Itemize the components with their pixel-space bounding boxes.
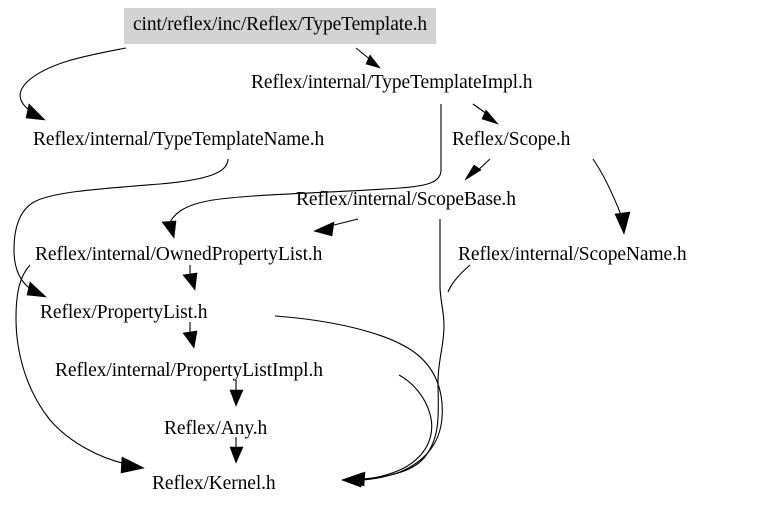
- edge-propertylist-to-propertylistimpl: [182, 322, 198, 349]
- node-ownedpropertylist[interactable]: Reflex/internal/OwnedPropertyList.h: [35, 245, 322, 265]
- node-scopebase[interactable]: Reflex/internal/ScopeBase.h: [296, 190, 516, 210]
- edge-typetemplateimpl-to-ownedpropertylist: [161, 104, 442, 239]
- edge-scope-to-scopename: [592, 158, 631, 235]
- node-label: Reflex/internal/TypeTemplateName.h: [33, 129, 325, 150]
- edge-typetemplatename-to-propertylist: [13, 158, 229, 298]
- node-scope[interactable]: Reflex/Scope.h: [452, 130, 570, 150]
- edge-ownedpropertylist-to-kernel: [15, 264, 145, 474]
- node-label: Reflex/internal/PropertyListImpl.h: [55, 360, 323, 381]
- node-propertylistimpl[interactable]: Reflex/internal/PropertyListImpl.h: [55, 361, 323, 381]
- edge-scopename-to-kernel: [447, 264, 471, 293]
- edge-propertylistimpl-to-kernel: [341, 374, 433, 488]
- node-label: Reflex/internal/ScopeBase.h: [296, 189, 516, 210]
- node-root-typetemplate[interactable]: cint/reflex/inc/Reflex/TypeTemplate.h: [124, 8, 437, 44]
- node-label: Reflex/internal/ScopeName.h: [458, 244, 687, 265]
- node-label: Reflex/Scope.h: [452, 129, 571, 150]
- edge-propertylistimpl-to-any: [229, 380, 244, 407]
- node-typetemplatename[interactable]: Reflex/internal/TypeTemplateName.h: [33, 130, 324, 150]
- edge-scopebase-to-ownedpropertylist: [313, 218, 359, 237]
- edge-scope-to-scopebase: [464, 158, 491, 181]
- edge-any-to-kernel: [229, 437, 244, 464]
- edge-ownedpropertylist-to-propertylist: [182, 265, 198, 291]
- node-any[interactable]: Reflex/Any.h: [164, 419, 267, 439]
- node-label: Reflex/internal/TypeTemplateImpl.h: [251, 72, 533, 93]
- node-label: Reflex/Any.h: [164, 418, 268, 439]
- node-label: Reflex/Kernel.h: [152, 473, 276, 494]
- node-label: Reflex/internal/OwnedPropertyList.h: [35, 244, 323, 265]
- node-typetemplateimpl[interactable]: Reflex/internal/TypeTemplateImpl.h: [251, 72, 533, 93]
- edge-propertylist-to-kernel: [274, 315, 443, 488]
- edge-root-to-typetemplateimpl: [355, 47, 381, 69]
- node-label: Reflex/PropertyList.h: [40, 302, 208, 323]
- edge-typetemplateimpl-to-scope: [472, 103, 499, 125]
- node-kernel[interactable]: Reflex/Kernel.h: [152, 474, 276, 494]
- edge-root-to-typetemplatename: [19, 47, 127, 121]
- edge-scopebase-to-kernel: [345, 219, 445, 487]
- node-propertylist[interactable]: Reflex/PropertyList.h: [40, 302, 208, 323]
- node-label: cint/reflex/inc/Reflex/TypeTemplate.h: [133, 14, 428, 35]
- node-scopename[interactable]: Reflex/internal/ScopeName.h: [458, 245, 687, 265]
